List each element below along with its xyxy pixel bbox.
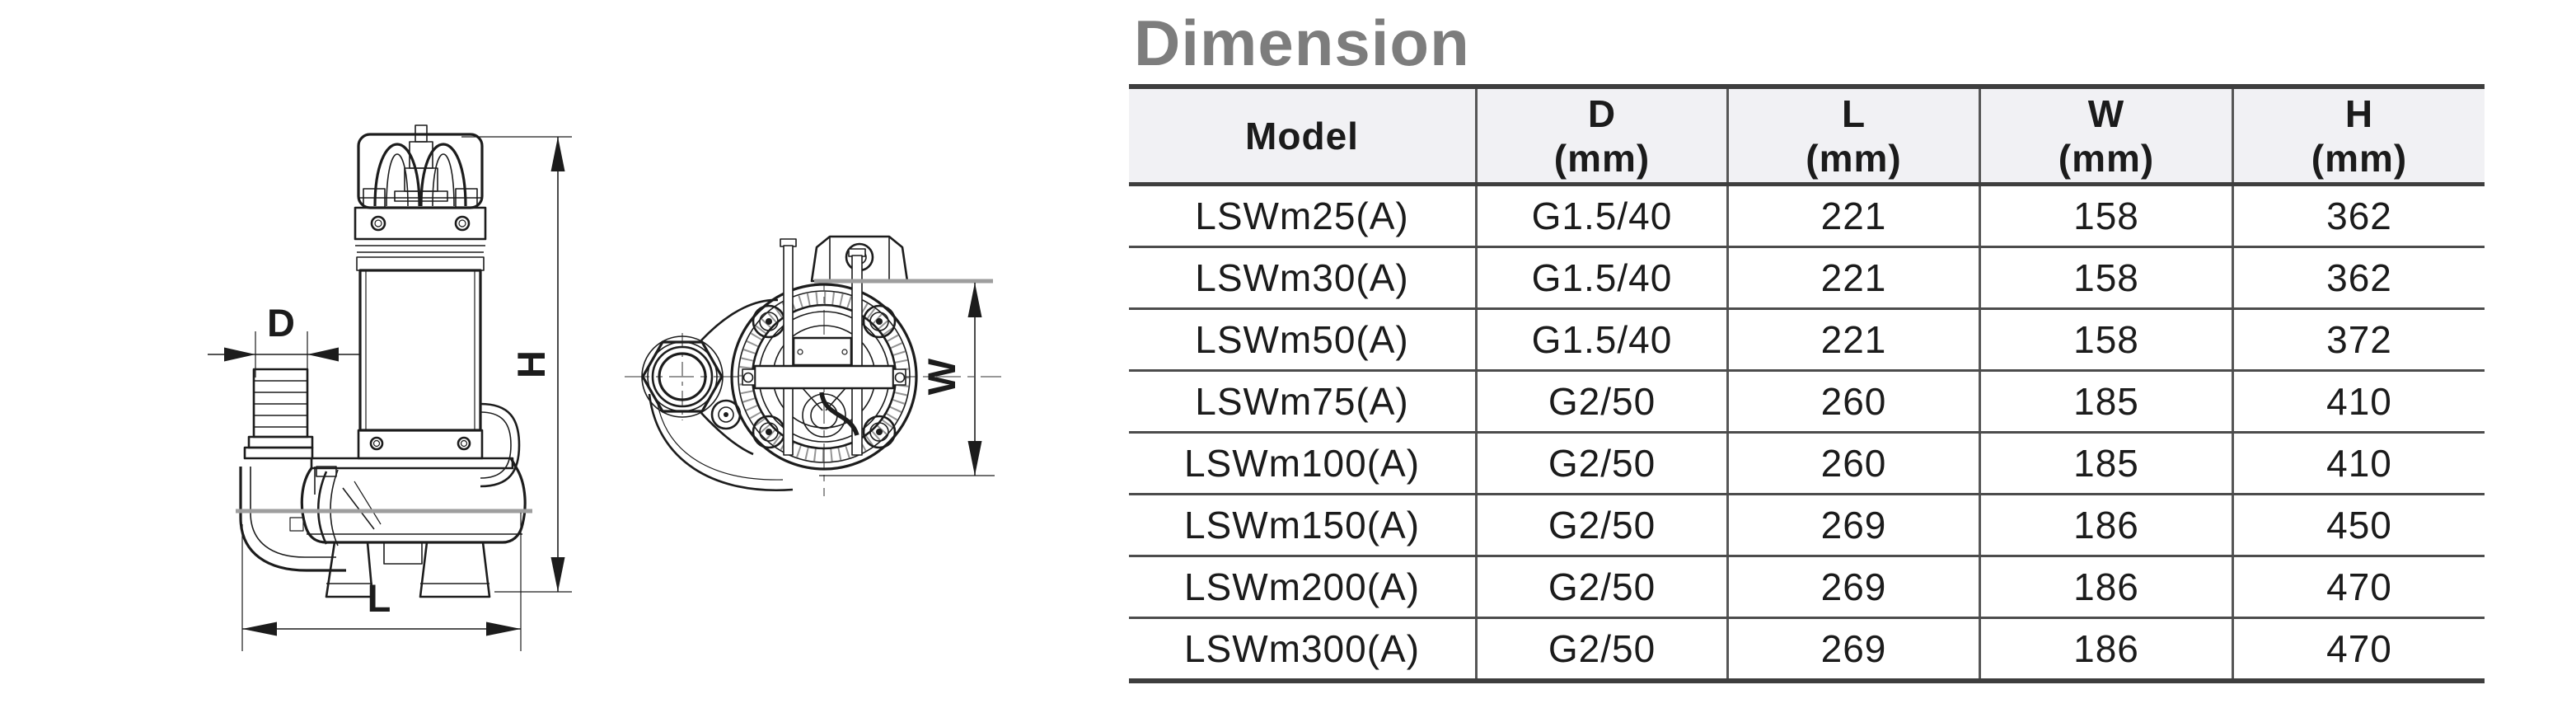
cell-h: 470 <box>2232 617 2485 683</box>
cell-h: 362 <box>2232 184 2485 248</box>
discharge-flange <box>642 336 723 417</box>
cell-w: 186 <box>1979 617 2233 683</box>
column-header-label: L <box>1841 91 1866 135</box>
cell-l: 221 <box>1726 184 1980 248</box>
cell-w: 185 <box>1979 370 2233 434</box>
pump-technical-drawing: D H L <box>0 0 1121 727</box>
lifting-handle <box>375 144 466 206</box>
column-header-h: H(mm) <box>2232 84 2485 186</box>
column-header-unit: (mm) <box>2058 136 2155 180</box>
column-header-d: D(mm) <box>1475 84 1728 186</box>
cell-d: G2/50 <box>1475 432 1728 495</box>
cell-d: G1.5/40 <box>1475 308 1728 372</box>
column-header-label: W <box>2087 91 2125 135</box>
column-header-label: Model <box>1245 114 1359 157</box>
dimension-label-l: L <box>368 576 391 620</box>
dimension-label-w: W <box>920 358 963 395</box>
cell-h: 410 <box>2232 370 2485 434</box>
cell-l: 260 <box>1726 432 1980 495</box>
cell-l: 269 <box>1726 494 1980 557</box>
cell-w: 186 <box>1979 556 2233 619</box>
page-title: Dimension <box>1134 7 1470 79</box>
cell-model: LSWm300(A) <box>1129 617 1477 683</box>
column-header-unit: (mm) <box>1553 136 1651 180</box>
cell-model: LSWm75(A) <box>1129 370 1477 434</box>
cell-w: 158 <box>1979 184 2233 248</box>
dimension-label-d: D <box>267 301 295 345</box>
cell-h: 470 <box>2232 556 2485 619</box>
cell-l: 269 <box>1726 617 1980 683</box>
dimension-h: H <box>461 137 572 592</box>
cell-d: G1.5/40 <box>1475 184 1728 248</box>
cell-l: 221 <box>1726 246 1980 310</box>
cell-model: LSWm100(A) <box>1129 432 1477 495</box>
cell-model: LSWm200(A) <box>1129 556 1477 619</box>
cell-l: 269 <box>1726 556 1980 619</box>
bolt-lugs <box>753 306 895 448</box>
cell-h: 410 <box>2232 432 2485 495</box>
column-header-model: Model <box>1129 84 1477 186</box>
cell-model: LSWm30(A) <box>1129 246 1477 310</box>
cell-model: LSWm25(A) <box>1129 184 1477 248</box>
column-header-l: L(mm) <box>1726 84 1980 186</box>
dimension-label-h: H <box>509 350 553 378</box>
cell-w: 158 <box>1979 308 2233 372</box>
cell-model: LSWm50(A) <box>1129 308 1477 372</box>
column-header-label: H <box>2344 91 2374 135</box>
cell-d: G2/50 <box>1475 617 1728 683</box>
cell-l: 221 <box>1726 308 1980 372</box>
cell-model: LSWm150(A) <box>1129 494 1477 557</box>
column-header-label: D <box>1587 91 1617 135</box>
cell-h: 362 <box>2232 246 2485 310</box>
column-header-unit: (mm) <box>1806 136 1902 180</box>
cell-d: G2/50 <box>1475 556 1728 619</box>
dimension-l: L <box>242 513 521 651</box>
cell-h: 450 <box>2232 494 2485 557</box>
cell-d: G2/50 <box>1475 370 1728 434</box>
dimension-d: D <box>208 301 360 378</box>
cell-d: G2/50 <box>1475 494 1728 557</box>
column-header-unit: (mm) <box>2311 136 2408 180</box>
cell-w: 186 <box>1979 494 2233 557</box>
cell-w: 185 <box>1979 432 2233 495</box>
pump-side-view <box>236 125 532 597</box>
dimension-w: W <box>814 281 995 476</box>
cell-w: 158 <box>1979 246 2233 310</box>
column-header-w: W(mm) <box>1979 84 2233 186</box>
pump-top-view <box>625 237 1001 496</box>
cell-l: 260 <box>1726 370 1980 434</box>
cell-d: G1.5/40 <box>1475 246 1728 310</box>
cell-h: 372 <box>2232 308 2485 372</box>
